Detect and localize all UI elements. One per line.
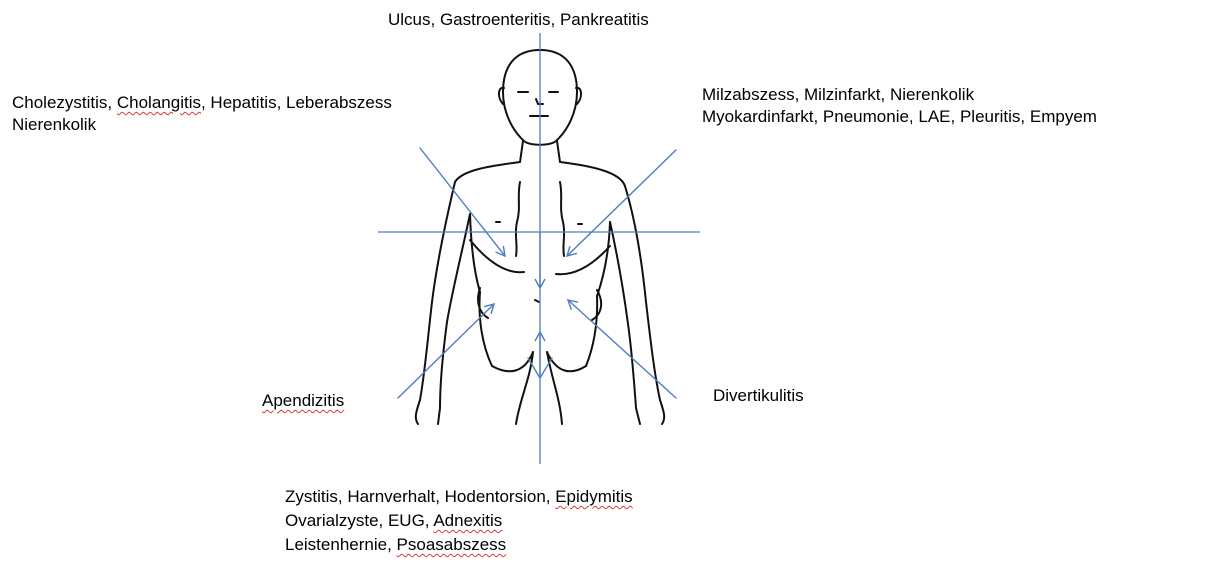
label-upper-left-line2: Nierenkolik xyxy=(12,114,392,136)
pain-arrows xyxy=(398,148,676,398)
label-lower-left-text: Apendizitis xyxy=(262,391,344,410)
label-upper-left-line1-seg-spell: Cholangitis xyxy=(117,93,201,112)
crosshair-axes xyxy=(378,33,700,464)
label-bottom-line1-seg-spell: Epidymitis xyxy=(555,487,632,506)
label-lower-right: Divertikulitis xyxy=(713,385,804,407)
face-features xyxy=(518,92,558,116)
label-bottom-line2-seg-spell: Adnexitis xyxy=(433,511,502,530)
label-bottom-line2-seg: Ovarialzyste, EUG, xyxy=(285,511,433,530)
arrow-upper-left xyxy=(420,148,505,256)
right-arm xyxy=(610,186,664,424)
label-lower-right-text: Divertikulitis xyxy=(713,386,804,405)
label-top-text: Ulcus, Gastroenteritis, Pankreatitis xyxy=(388,10,649,29)
label-upper-right: Milzabszess, Milzinfarkt, Nierenkolik My… xyxy=(702,84,1097,128)
arrow-lower-left xyxy=(398,304,494,398)
label-top: Ulcus, Gastroenteritis, Pankreatitis xyxy=(388,9,649,31)
label-bottom-line1-seg: Zystitis, Harnverhalt, Hodentorsion, xyxy=(285,487,555,506)
label-lower-left: Apendizitis xyxy=(262,390,344,412)
label-upper-right-line2: Myokardinfarkt, Pneumonie, LAE, Pleuriti… xyxy=(702,106,1097,128)
nipples xyxy=(496,222,582,224)
label-upper-right-line1: Milzabszess, Milzinfarkt, Nierenkolik xyxy=(702,84,1097,106)
hips-groin xyxy=(492,352,586,424)
label-upper-left-line1-seg: , Hepatitis, Leberabszess xyxy=(201,93,392,112)
label-bottom: Zystitis, Harnverhalt, Hodentorsion, Epi… xyxy=(285,485,633,557)
arrow-lower-right xyxy=(568,300,676,398)
label-bottom-line2: Ovarialzyste, EUG, Adnexitis xyxy=(285,509,633,533)
label-bottom-line3-seg: Leistenhernie, xyxy=(285,535,397,554)
label-bottom-line3-seg-spell: Psoasabszess xyxy=(397,535,507,554)
label-bottom-line1: Zystitis, Harnverhalt, Hodentorsion, Epi… xyxy=(285,485,633,509)
label-upper-left-line1-seg: Cholezystitis, xyxy=(12,93,117,112)
label-upper-left: Cholezystitis, Cholangitis, Hepatitis, L… xyxy=(12,92,392,136)
navel xyxy=(535,300,539,302)
label-bottom-line3: Leistenhernie, Psoasabszess xyxy=(285,533,633,557)
left-arm xyxy=(416,182,470,424)
label-upper-left-line1: Cholezystitis, Cholangitis, Hepatitis, L… xyxy=(12,92,392,114)
